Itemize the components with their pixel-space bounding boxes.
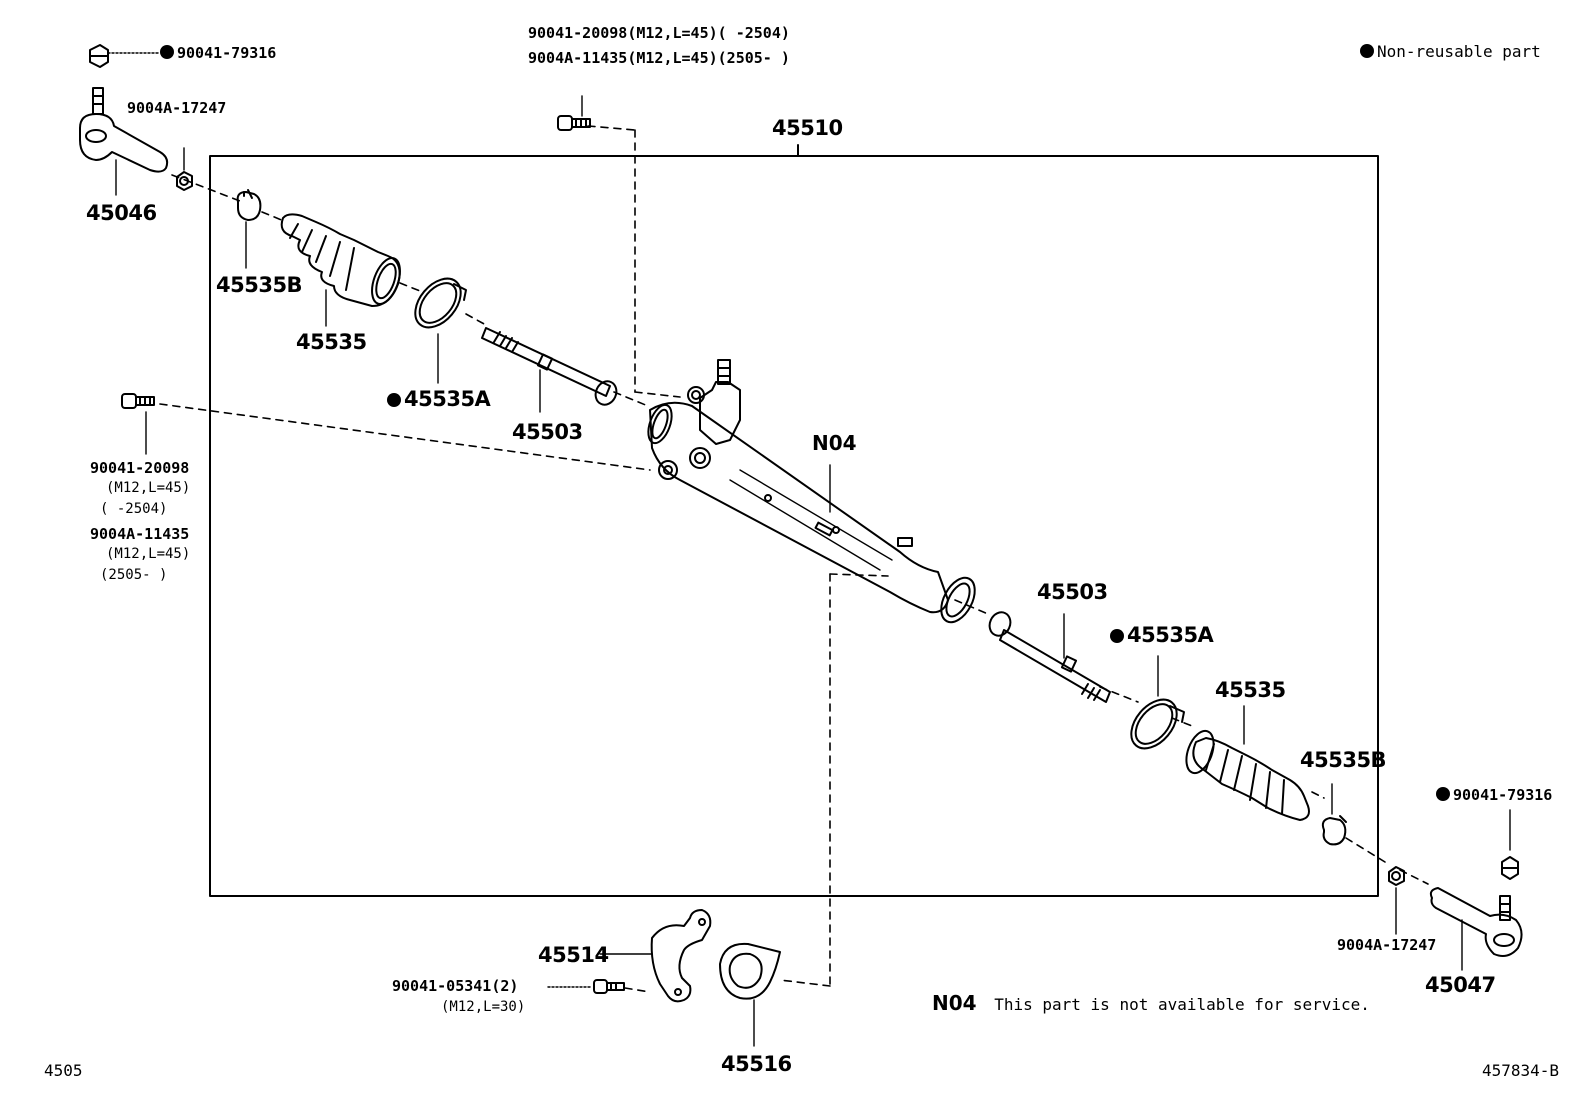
- non-reusable-dot: [1436, 787, 1450, 801]
- label-left-bolt-2-range: (2505- ): [100, 567, 168, 583]
- label-boot-left[interactable]: 45535: [296, 330, 367, 354]
- clamp-b-left: [236, 189, 262, 269]
- label-tie-end-left[interactable]: 45046: [86, 201, 157, 225]
- label-washer-left[interactable]: 9004A-17247: [127, 99, 227, 117]
- note-code: N04: [932, 991, 977, 1015]
- non-reusable-dot: [387, 393, 401, 407]
- non-reusable-dot: [160, 45, 174, 59]
- non-reusable-dot: [1360, 44, 1374, 58]
- label-clamp-b-left[interactable]: 45535B: [216, 273, 303, 297]
- tie-rod-end-left: [79, 87, 169, 196]
- label-bracket[interactable]: 45514: [538, 943, 609, 967]
- label-assembly[interactable]: 45510: [772, 116, 843, 140]
- label-washer-right[interactable]: 9004A-17247: [1337, 936, 1437, 954]
- label-left-bolt-2[interactable]: 9004A-11435: [90, 525, 190, 543]
- clamp-a-left: [414, 277, 467, 384]
- label-nut-right[interactable]: 90041-79316: [1436, 787, 1552, 803]
- inner-rod-left: [481, 327, 618, 413]
- label-left-bolt-1-range: ( -2504): [100, 501, 168, 517]
- label-clamp-a-left[interactable]: 45535A: [387, 389, 491, 410]
- nut-right: [1388, 866, 1405, 935]
- legend-text: Non-reusable part: [1377, 42, 1541, 61]
- clamp-b-right: [1321, 783, 1347, 846]
- label-left-bolt-1-spec: (M12,L=45): [106, 480, 191, 496]
- steering-gear-housing: [647, 359, 976, 624]
- grommet: [719, 942, 781, 1047]
- label-bracket-bolt[interactable]: 90041-05341(2): [392, 977, 519, 995]
- note-text: This part is not available for service.: [994, 995, 1370, 1014]
- boot-right: [1185, 705, 1310, 821]
- label-boot-right[interactable]: 45535: [1215, 678, 1286, 702]
- label-top-bolt-1[interactable]: 90041-20098(M12,L=45)( -2504): [528, 24, 790, 42]
- label-gear[interactable]: N04: [812, 431, 857, 455]
- clamp-a-right: [1130, 655, 1185, 750]
- legend: Non-reusable part: [1360, 44, 1541, 60]
- nut-right-top: [1501, 809, 1519, 880]
- bracket: [599, 909, 712, 1003]
- bolt-left: [121, 393, 155, 455]
- label-nut-left[interactable]: 90041-79316: [160, 45, 276, 61]
- nut-left: [176, 147, 193, 191]
- label-bracket-bolt-spec: (M12,L=30): [441, 999, 526, 1015]
- label-grommet[interactable]: 45516: [721, 1052, 792, 1076]
- label-tie-end-right[interactable]: 45047: [1425, 973, 1496, 997]
- boot-left: [280, 213, 401, 327]
- non-reusable-dot: [1110, 629, 1124, 643]
- assembly-box: [209, 155, 1379, 897]
- inner-rod-right: [988, 611, 1111, 703]
- axis-dashes: [159, 125, 1429, 993]
- nut-left-top: [89, 44, 159, 68]
- service-note: N04 This part is not available for servi…: [932, 993, 1370, 1013]
- tie-rod-end-right: [1429, 887, 1523, 971]
- label-left-bolt-1[interactable]: 90041-20098: [90, 459, 190, 477]
- label-rod-left[interactable]: 45503: [512, 420, 583, 444]
- footer-left: 4505: [44, 1061, 83, 1080]
- bolt-top: [557, 95, 591, 131]
- label-rod-right[interactable]: 45503: [1037, 580, 1108, 604]
- footer-right: 457834-B: [1482, 1061, 1560, 1080]
- label-clamp-b-right[interactable]: 45535B: [1300, 748, 1387, 772]
- label-left-bolt-2-spec: (M12,L=45): [106, 546, 191, 562]
- label-clamp-a-right[interactable]: 45535A: [1110, 625, 1214, 646]
- bolt-bracket: [547, 979, 625, 994]
- label-top-bolt-2[interactable]: 9004A-11435(M12,L=45)(2505- ): [528, 49, 790, 67]
